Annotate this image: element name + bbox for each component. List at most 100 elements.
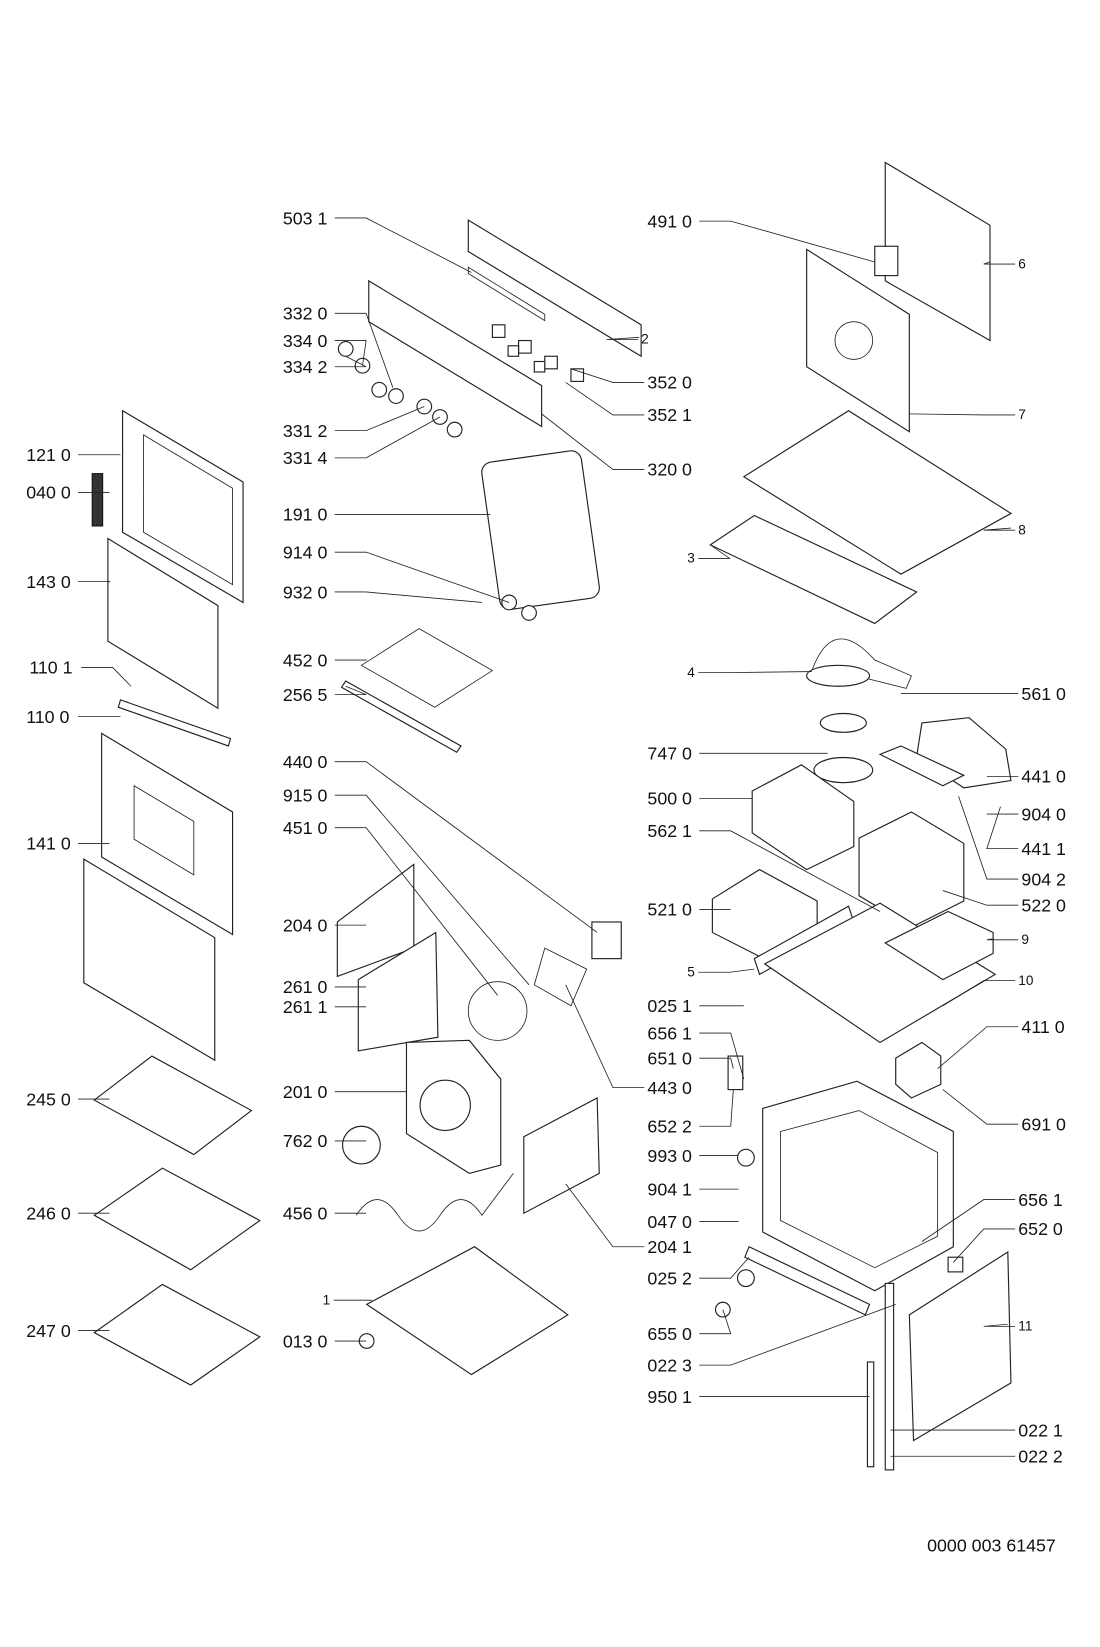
leader-line <box>334 406 425 432</box>
part-ring-element <box>467 981 528 1041</box>
part-deep-tray <box>93 1283 261 1386</box>
part-label: 932 0 <box>283 582 328 602</box>
part-grill-element <box>360 628 494 708</box>
part-label: 2 <box>641 332 649 347</box>
part-label: 500 0 <box>647 789 692 809</box>
part-label: 204 0 <box>283 915 328 935</box>
leader-line <box>606 336 640 340</box>
leader-line <box>699 1089 734 1127</box>
part-label: 521 0 <box>647 900 692 920</box>
part-label: 141 0 <box>26 834 71 854</box>
part-terminal <box>874 245 899 277</box>
leader-line <box>983 1323 1016 1327</box>
part-label: 256 5 <box>283 685 328 705</box>
part-label: 352 0 <box>647 373 692 393</box>
leader-line <box>699 1309 732 1335</box>
part-label: 914 0 <box>283 542 328 562</box>
part-label: 110 1 <box>29 658 72 678</box>
leader-line <box>909 413 1016 416</box>
part-oven-cavity <box>762 1080 954 1292</box>
part-label: 331 2 <box>283 421 328 441</box>
leader-line <box>334 794 530 986</box>
part-control-bracket <box>467 219 642 358</box>
part-label: 334 0 <box>283 331 328 351</box>
part-wire-shelf <box>93 1055 253 1156</box>
leader-line <box>565 984 645 1088</box>
leader-line <box>699 220 875 263</box>
leader-line <box>570 368 645 383</box>
part-label: 411 0 <box>1021 1017 1064 1037</box>
part-label: 691 0 <box>1021 1114 1066 1134</box>
part-label: 11 <box>1018 1319 1032 1334</box>
part-transformer <box>895 1041 942 1099</box>
part-terminal-board <box>878 745 966 787</box>
leader-line <box>698 544 731 559</box>
leader-line <box>699 830 881 912</box>
part-label: 246 0 <box>26 1203 71 1223</box>
part-door-glass <box>83 858 216 1062</box>
part-inner-glass <box>107 537 219 710</box>
part-label: 261 1 <box>283 997 328 1017</box>
leader-line <box>334 551 510 603</box>
part-hinge-right <box>884 1282 895 1471</box>
leader-line <box>334 761 598 933</box>
leader-line <box>983 527 1016 531</box>
part-label: 022 3 <box>647 1355 692 1375</box>
part-label: 191 0 <box>283 505 328 525</box>
leader-line <box>334 340 367 366</box>
part-label: 332 0 <box>283 304 328 324</box>
leader-lines <box>78 217 1019 1457</box>
leader-line <box>699 1032 745 1080</box>
leader-line <box>942 980 1016 1007</box>
leader-line <box>81 666 132 687</box>
leader-line <box>334 827 498 996</box>
part-label: 456 0 <box>283 1203 328 1223</box>
part-bottom-element <box>355 1173 514 1232</box>
part-label: 562 1 <box>647 821 692 841</box>
leader-line <box>942 890 1019 906</box>
part-tray <box>93 1167 261 1271</box>
part-deflector <box>709 514 918 625</box>
part-label: 047 0 <box>647 1212 692 1232</box>
part-label: 261 0 <box>283 977 328 997</box>
drawing-number: 0000 003 61457 <box>927 1536 1056 1556</box>
part-label: 993 0 <box>647 1146 692 1166</box>
part-label: 915 0 <box>283 785 328 805</box>
part-label: 904 0 <box>1021 804 1066 824</box>
part-label: 7 <box>1018 407 1026 422</box>
part-fan-duct <box>811 638 912 689</box>
part-label: 331 4 <box>283 448 328 468</box>
leader-line <box>698 671 812 674</box>
part-label: 6 <box>1018 256 1026 271</box>
part-label: 904 1 <box>647 1179 692 1199</box>
leader-line <box>334 685 367 696</box>
part-rear-cover <box>884 161 991 342</box>
part-side-runner <box>357 931 439 1052</box>
part-door-frame <box>121 409 244 604</box>
part-filter <box>819 712 867 733</box>
leader-line <box>921 1199 1016 1242</box>
part-label: 440 0 <box>283 752 328 772</box>
leader-line <box>699 1256 750 1279</box>
leader-line <box>565 382 645 416</box>
part-label: 025 1 <box>647 996 692 1016</box>
part-label: 651 0 <box>647 1048 692 1068</box>
leader-line <box>699 1057 734 1069</box>
part-outer-door <box>101 732 234 936</box>
part-relay-board <box>858 811 965 928</box>
part-label: 022 2 <box>1018 1447 1063 1467</box>
leader-line <box>334 312 394 388</box>
part-label: 950 1 <box>647 1387 692 1407</box>
part-label: 451 0 <box>283 818 328 838</box>
leader-line <box>698 968 755 973</box>
part-hinge <box>91 473 104 527</box>
leader-line <box>986 938 1019 941</box>
part-label: 013 0 <box>283 1331 328 1351</box>
leader-line <box>334 217 472 273</box>
leader-line <box>334 416 441 459</box>
part-label: 025 2 <box>647 1268 692 1288</box>
part-rail <box>340 680 462 754</box>
part-label: 040 0 <box>26 483 71 503</box>
part-fan-housing <box>813 756 874 784</box>
part-label: 652 0 <box>1018 1219 1063 1239</box>
